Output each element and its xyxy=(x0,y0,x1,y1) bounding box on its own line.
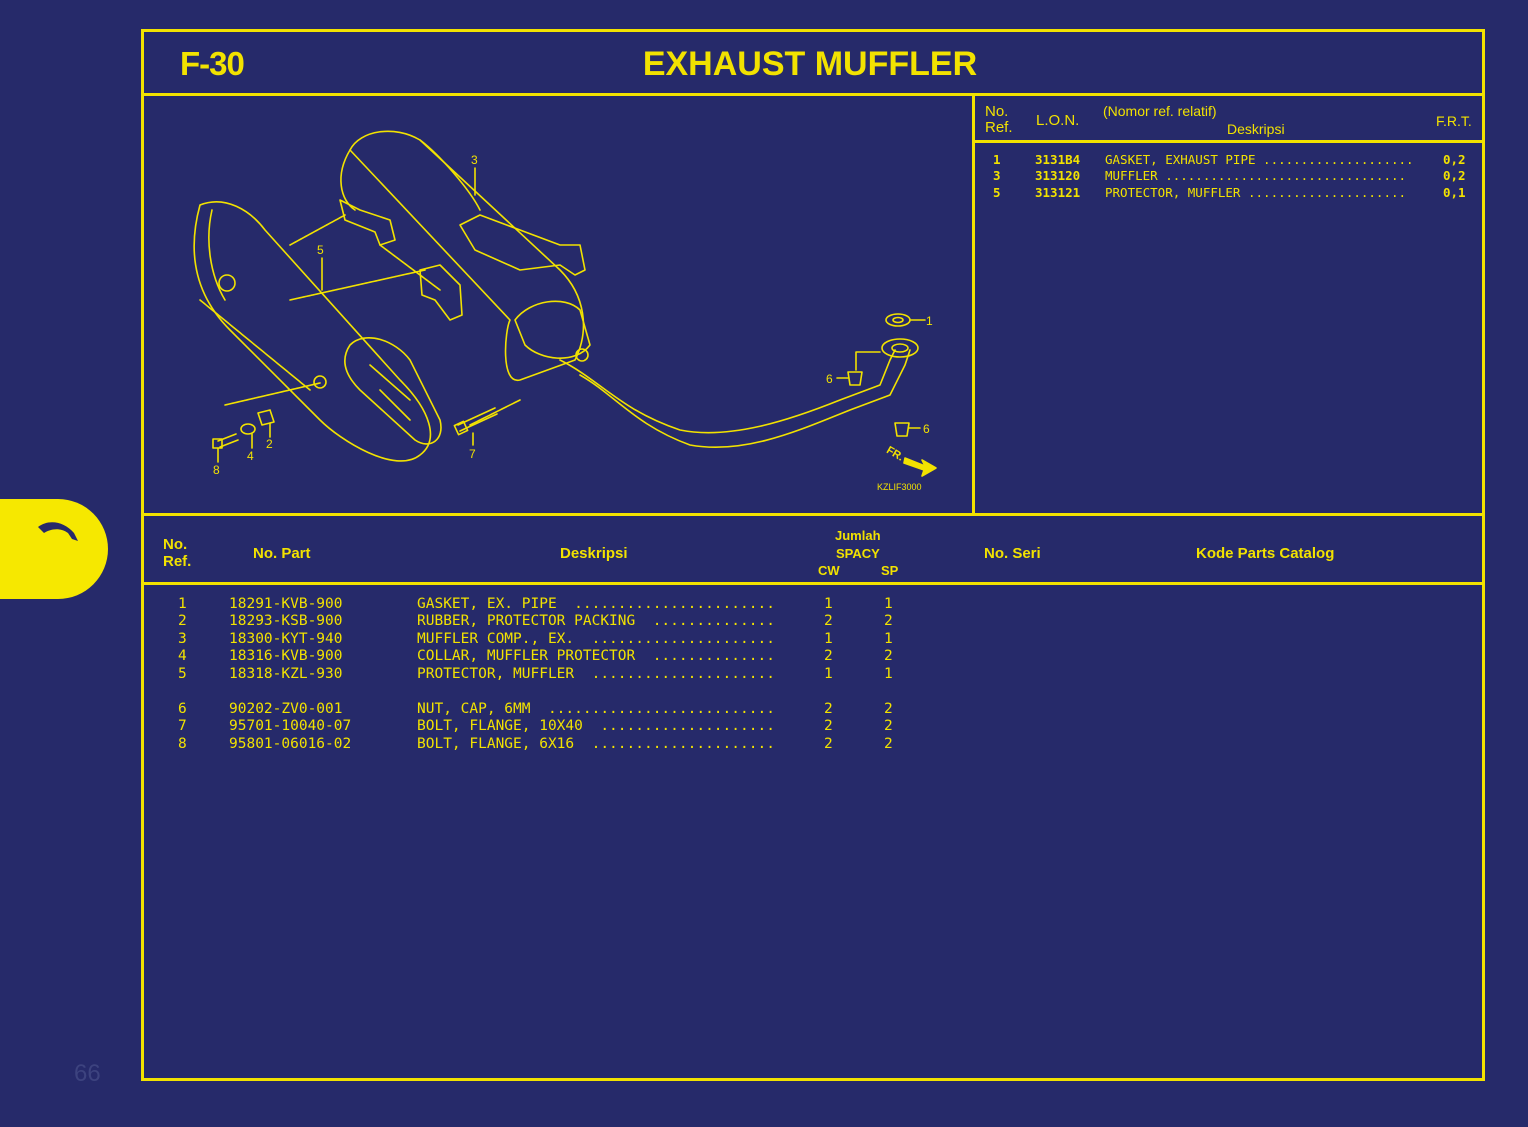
diagram-divider xyxy=(972,93,975,514)
part-qty-cw: 2 xyxy=(824,648,833,664)
lon-code: 313121 xyxy=(1035,185,1081,200)
part-number: 95701-10040-07 xyxy=(229,718,352,734)
lon-desc: PROTECTOR, MUFFLER ..................... xyxy=(1105,185,1407,200)
callout-7: 7 xyxy=(469,447,476,461)
part-number: 18293-KSB-900 xyxy=(229,613,343,629)
part-ref: 8 xyxy=(178,736,187,752)
part-desc: RUBBER, PROTECTOR PACKING .............. xyxy=(417,613,775,629)
part-desc: BOLT, FLANGE, 6X16 ..................... xyxy=(417,736,775,752)
part-desc: MUFFLER COMP., EX. ..................... xyxy=(417,631,775,647)
part-ref: 6 xyxy=(178,701,187,717)
lon-header-lon: L.O.N. xyxy=(1036,112,1080,129)
part-desc: GASKET, EX. PIPE ....................... xyxy=(417,596,775,612)
part-qty-cw: 2 xyxy=(824,613,833,629)
callout-3: 3 xyxy=(471,153,478,167)
parts-header-nopart: No. Part xyxy=(253,545,311,562)
callout-8: 8 xyxy=(213,463,220,477)
parts-header-cw: CW xyxy=(818,563,840,578)
callout-1: 1 xyxy=(926,314,933,328)
part-ref: 1 xyxy=(178,596,187,612)
part-number: 18300-KYT-940 xyxy=(229,631,343,647)
part-qty-cw: 2 xyxy=(824,736,833,752)
part-qty-sp: 2 xyxy=(884,613,893,629)
exhaust-section-icon xyxy=(38,522,78,541)
part-desc: BOLT, FLANGE, 10X40 .................... xyxy=(417,718,775,734)
parts-header-kode: Kode Parts Catalog xyxy=(1196,545,1335,562)
callout-4: 4 xyxy=(247,449,254,463)
part-ref: 4 xyxy=(178,648,187,664)
parts-header-sp: SP xyxy=(881,563,899,578)
parts-header-spacy: SPACY xyxy=(836,546,880,561)
lon-header-noref: No. Ref. xyxy=(985,103,1013,136)
callout-2: 2 xyxy=(266,437,273,451)
part-qty-sp: 2 xyxy=(884,736,893,752)
section-tab[interactable] xyxy=(0,499,108,599)
lon-header-divider xyxy=(972,140,1485,143)
parts-header-noseri: No. Seri xyxy=(984,545,1041,562)
part-qty-sp: 2 xyxy=(884,648,893,664)
lon-frt: 0,2 xyxy=(1443,168,1466,183)
parts-header-jumlah: Jumlah xyxy=(835,528,881,543)
lon-desc: MUFFLER ................................ xyxy=(1105,168,1407,183)
part-qty-sp: 2 xyxy=(884,701,893,717)
lon-desc: GASKET, EXHAUST PIPE ...................… xyxy=(1105,152,1414,167)
callout-5: 5 xyxy=(317,243,324,257)
part-qty-cw: 1 xyxy=(824,666,833,682)
lon-ref: 5 xyxy=(993,185,1001,200)
part-ref: 7 xyxy=(178,718,187,734)
part-ref: 5 xyxy=(178,666,187,682)
lon-header-frt: F.R.T. xyxy=(1436,113,1472,129)
callout-6: 6 xyxy=(826,372,833,386)
part-qty-sp: 2 xyxy=(884,718,893,734)
part-number: 18318-KZL-930 xyxy=(229,666,343,682)
lon-frt: 0,2 xyxy=(1443,152,1466,167)
part-number: 95801-06016-02 xyxy=(229,736,352,752)
part-number: 90202-ZV0-001 xyxy=(229,701,343,717)
part-desc: COLLAR, MUFFLER PROTECTOR .............. xyxy=(417,648,775,664)
part-desc: PROTECTOR, MUFFLER ..................... xyxy=(417,666,775,682)
lon-frt: 0,1 xyxy=(1443,185,1466,200)
part-qty-cw: 2 xyxy=(824,718,833,734)
section-code: F-30 xyxy=(180,45,245,82)
parts-top-divider xyxy=(141,513,1485,516)
catalog-frame xyxy=(141,29,1485,1081)
part-qty-cw: 1 xyxy=(824,631,833,647)
page-number: 66 xyxy=(74,1060,101,1087)
part-ref: 3 xyxy=(178,631,187,647)
lon-ref: 3 xyxy=(993,168,1001,183)
lon-header-nomor: (Nomor ref. relatif) xyxy=(1103,103,1217,119)
part-desc: NUT, CAP, 6MM .......................... xyxy=(417,701,775,717)
part-qty-sp: 1 xyxy=(884,666,893,682)
part-qty-sp: 1 xyxy=(884,631,893,647)
part-qty-cw: 1 xyxy=(824,596,833,612)
part-number: 18316-KVB-900 xyxy=(229,648,343,664)
parts-header-divider xyxy=(141,582,1485,585)
parts-header-deskripsi: Deskripsi xyxy=(560,545,628,562)
lon-ref: 1 xyxy=(993,152,1001,167)
page-title: EXHAUST MUFFLER xyxy=(642,45,978,83)
part-number: 18291-KVB-900 xyxy=(229,596,343,612)
title-divider xyxy=(141,93,1485,96)
lon-header-deskripsi: Deskripsi xyxy=(1227,121,1285,137)
lon-code: 3131B4 xyxy=(1035,152,1081,167)
part-qty-cw: 2 xyxy=(824,701,833,717)
lon-code: 313120 xyxy=(1035,168,1081,183)
exploded-diagram xyxy=(193,130,937,477)
callout-6: 6 xyxy=(923,422,930,436)
part-qty-sp: 1 xyxy=(884,596,893,612)
part-ref: 2 xyxy=(178,613,187,629)
diagram-code: KZLIF3000 xyxy=(877,482,922,492)
parts-header-noref: No. Ref. xyxy=(163,536,192,570)
